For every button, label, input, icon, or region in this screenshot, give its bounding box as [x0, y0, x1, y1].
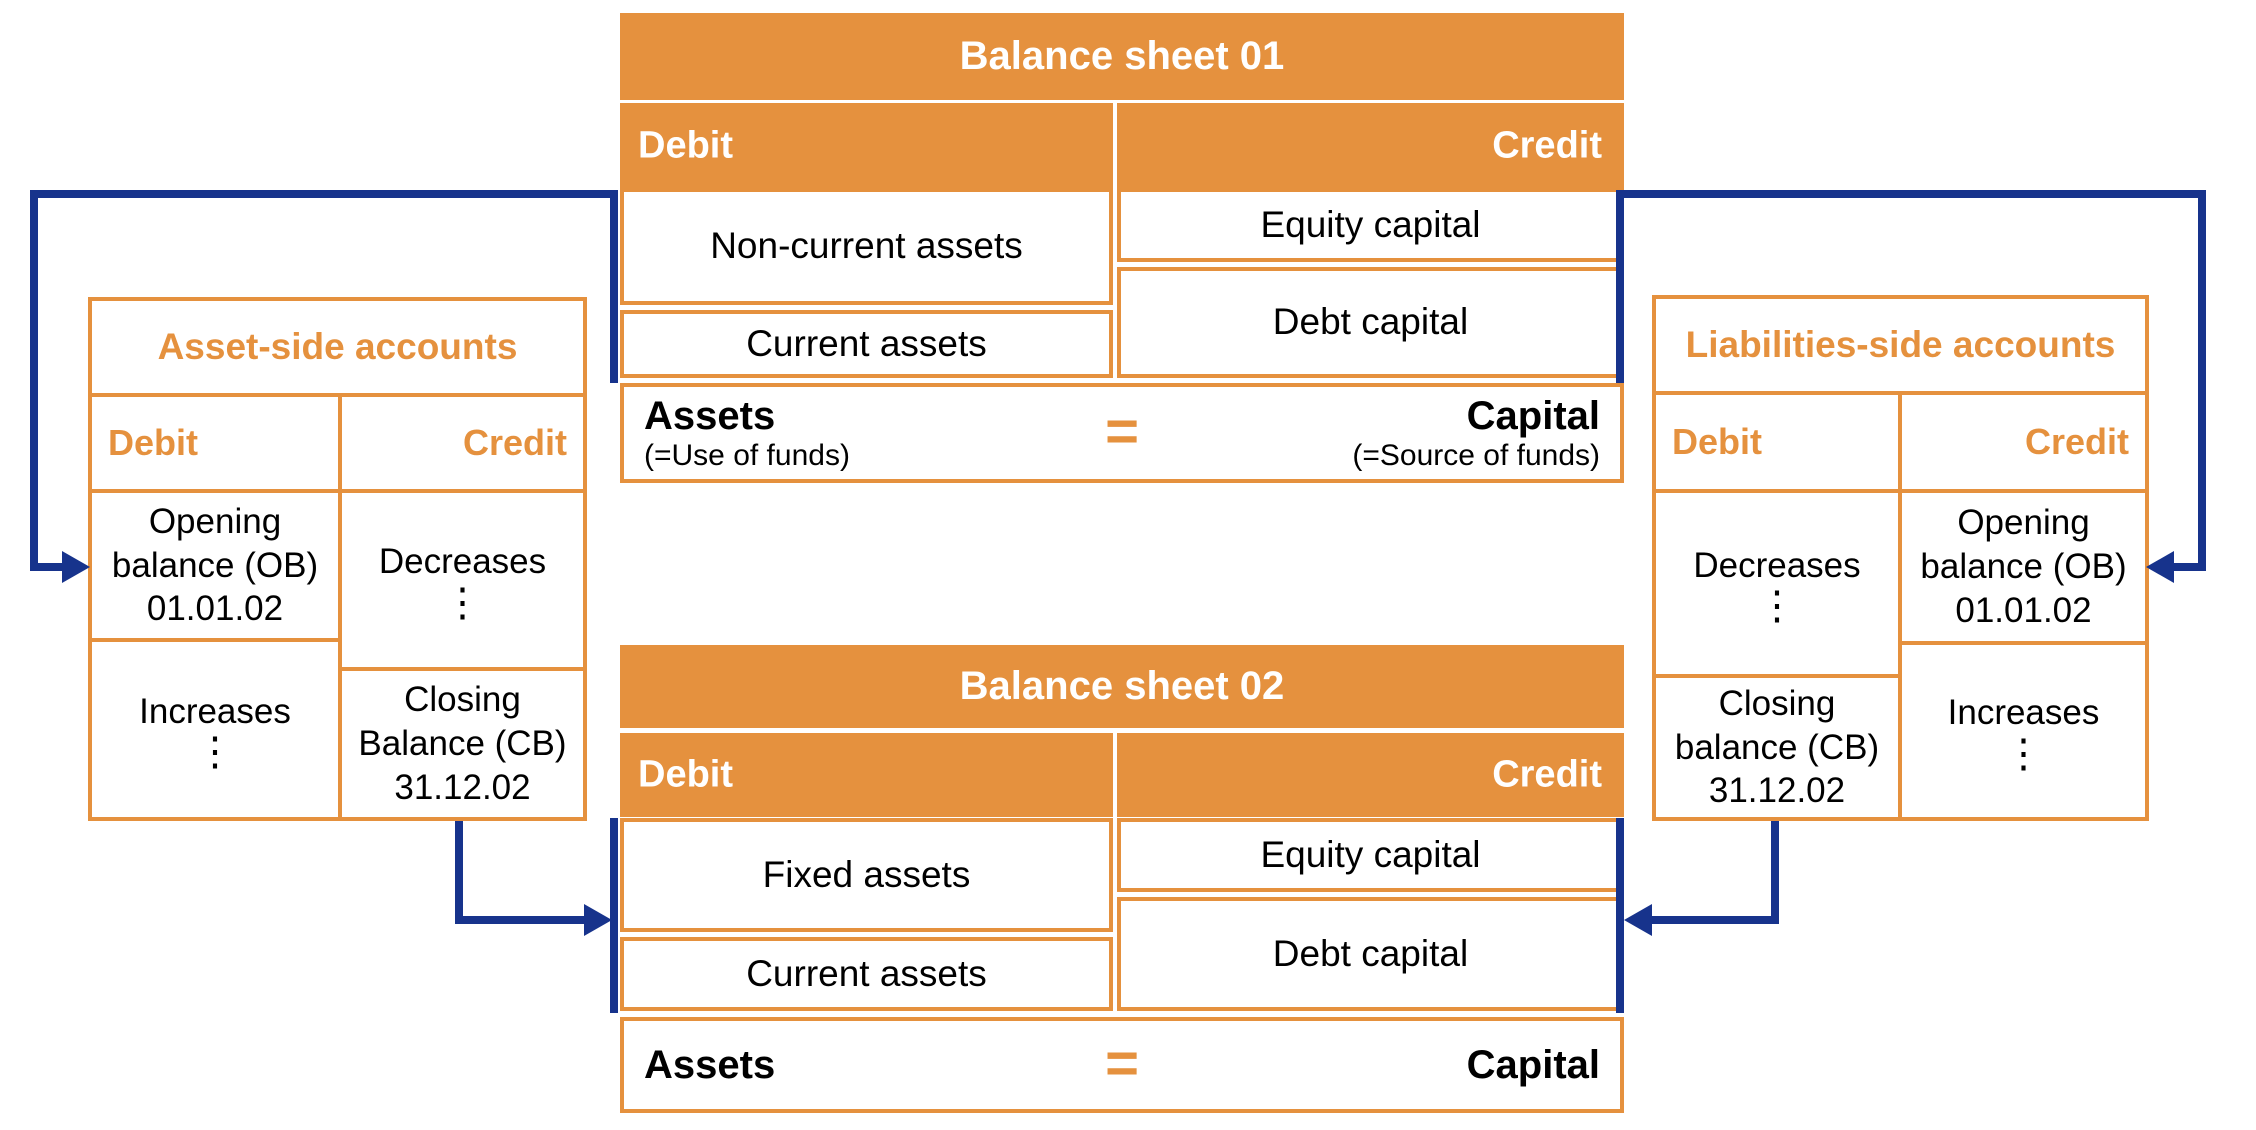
asset-accounts-title: Asset-side accounts [157, 326, 518, 367]
vertical-ellipsis-icon: ⋮ [195, 730, 235, 775]
asset-cell-increases: Increases ⋮ [92, 642, 338, 817]
divider-line [1898, 391, 1902, 817]
divider-line [92, 393, 583, 397]
liability-cell-closing-balance: Closing balance (CB) 31.12.02 [1656, 678, 1898, 817]
bs02-debit-label: Debit [638, 753, 733, 796]
balance-sheet-02-table: Balance sheet 02 Debit Credit Fixed asse… [620, 645, 1624, 1113]
flow-line-segment [30, 190, 618, 198]
bs02-equation-capital: Capital [1467, 1042, 1600, 1088]
bs02-cell-current-assets: Current assets [620, 937, 1113, 1011]
flow-line-segment [455, 916, 585, 924]
liabilities-accounts-debit-label: Debit [1672, 421, 1762, 462]
bs02-debit-credit-row: Debit Credit [620, 733, 1624, 817]
bs02-cell-fixed-assets: Fixed assets [620, 818, 1113, 932]
liability-cell-increases: Increases ⋮ [1902, 645, 2145, 817]
arrowhead-left-icon [1624, 904, 1652, 936]
flow-line-segment [1616, 190, 2206, 198]
liabilities-accounts-title: Liabilities-side accounts [1685, 324, 2116, 365]
asset-cell-closing-balance: Closing Balance (CB) 31.12.02 [342, 671, 583, 817]
bs02-credit-label: Credit [1492, 753, 1602, 796]
equals-sign: = [1105, 1031, 1139, 1097]
balance-sheet-01-table: Balance sheet 01 Debit Credit Non-curren… [620, 13, 1624, 483]
divider-line [92, 489, 583, 493]
asset-side-accounts-table: Asset-side accounts Debit Credit Opening… [88, 297, 587, 821]
bs02-equation-row: Assets = Capital [620, 1017, 1624, 1113]
bs01-debit-label: Debit [638, 124, 733, 166]
balance-sheet-02-title: Balance sheet 02 [620, 645, 1624, 728]
bs01-cell-debt-capital: Debt capital [1117, 267, 1624, 378]
flow-line-segment [30, 190, 38, 571]
bs01-capital-label: Capital [1466, 393, 1600, 438]
balance-sheet-01-title: Balance sheet 01 [620, 13, 1624, 100]
bs01-right-bracket-line [1616, 190, 1624, 383]
bs01-equation-row: Assets (=Use of funds) = Capital (=Sourc… [620, 383, 1624, 483]
bs01-cell-equity-capital: Equity capital [1117, 188, 1624, 262]
divider-line [1656, 674, 1898, 678]
bs01-debit-credit-row: Debit Credit [620, 103, 1624, 188]
closing-balance-text: Closing balance (CB) 31.12.02 [1674, 683, 1880, 811]
liability-cell-opening-balance: Opening balance (OB) 01.01.02 [1902, 493, 2145, 641]
flow-line-segment [1652, 916, 1779, 924]
equals-sign: = [1105, 399, 1139, 465]
flow-line-segment [2174, 563, 2206, 571]
asset-cell-opening-balance: Opening balance (OB) 01.01.02 [92, 493, 338, 638]
vertical-ellipsis-icon: ⋮ [442, 580, 483, 625]
asset-accounts-credit-label: Credit [462, 422, 567, 463]
divider-line [1902, 641, 2145, 645]
bs02-equation-assets: Assets [644, 1042, 775, 1088]
liabilities-accounts-credit-label: Credit [2024, 421, 2129, 462]
increases-text: Increases [139, 691, 291, 731]
divider-line [342, 667, 583, 671]
increases-text: Increases [1947, 693, 2100, 733]
bs01-equation-assets: Assets (=Use of funds) [644, 393, 850, 474]
flow-line-segment [1771, 821, 1779, 924]
bs02-cell-debt-capital: Debt capital [1117, 897, 1624, 1011]
bs01-credit-label: Credit [1492, 124, 1602, 166]
column-divider [1113, 733, 1117, 817]
opening-balance-text: Opening balance (OB) 01.01.02 [1920, 503, 2127, 630]
bs01-use-of-funds-label: (=Use of funds) [644, 438, 850, 472]
liabilities-side-accounts-table: Liabilities-side accounts Debit Credit D… [1652, 295, 2149, 821]
bs02-left-bracket-line [610, 818, 618, 1013]
asset-cell-decreases: Decreases ⋮ [342, 493, 583, 667]
bs01-cell-current-assets: Current assets [620, 310, 1113, 378]
divider-line [92, 638, 338, 642]
vertical-ellipsis-icon: ⋮ [2003, 731, 2044, 776]
liability-cell-decreases: Decreases ⋮ [1656, 493, 1898, 674]
bs01-source-of-funds-label: (=Source of funds) [1352, 438, 1600, 472]
arrowhead-right-icon [62, 551, 90, 583]
bs01-assets-label: Assets [644, 393, 776, 438]
arrowhead-left-icon [2146, 551, 2174, 583]
decreases-text: Decreases [1693, 545, 1861, 585]
divider-line [338, 393, 342, 817]
bs01-equation-capital: Capital (=Source of funds) [1352, 393, 1600, 474]
bs02-cell-equity-capital: Equity capital [1117, 818, 1624, 892]
bs01-left-bracket-line [610, 190, 618, 383]
bs02-right-bracket-line [1616, 818, 1624, 1013]
bs01-cell-non-current-assets: Non-current assets [620, 188, 1113, 305]
bs02-assets-label: Assets [644, 1043, 776, 1087]
column-divider [1113, 103, 1117, 188]
flow-line-segment [2198, 190, 2206, 571]
opening-balance-text: Opening balance (OB) 01.01.02 [111, 501, 319, 629]
bs02-capital-label: Capital [1466, 1043, 1600, 1087]
asset-accounts-debit-label: Debit [108, 422, 198, 463]
flow-line-segment [30, 563, 62, 571]
vertical-ellipsis-icon: ⋮ [1757, 584, 1797, 629]
closing-balance-text: Closing Balance (CB) 31.12.02 [358, 680, 567, 807]
arrowhead-right-icon [584, 904, 612, 936]
flow-line-segment [455, 821, 463, 924]
decreases-text: Decreases [378, 542, 547, 582]
